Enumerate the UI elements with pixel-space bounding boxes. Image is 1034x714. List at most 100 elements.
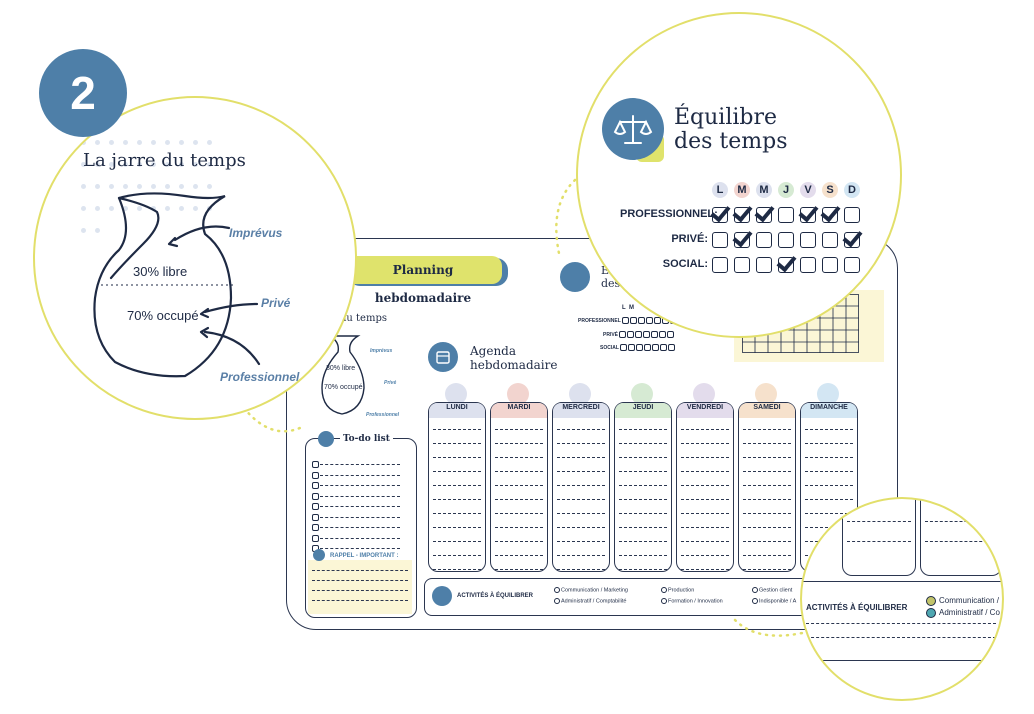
day-line — [619, 471, 667, 472]
day-line — [681, 555, 729, 556]
balance-title-2: des temps — [674, 129, 788, 154]
checkbox[interactable] — [844, 206, 860, 223]
reminder-icon — [313, 549, 325, 561]
day-column[interactable]: SAMEDI — [738, 402, 796, 572]
checked-box-icon[interactable] — [800, 206, 816, 223]
jar-label-professional: Professionnel — [220, 370, 300, 384]
checkbox[interactable] — [778, 231, 794, 248]
todo-item[interactable] — [312, 530, 408, 548]
checkbox[interactable] — [822, 256, 838, 273]
todo-checkbox[interactable] — [312, 482, 319, 490]
todo-line — [320, 527, 400, 529]
checkbox[interactable] — [756, 256, 772, 273]
day-line — [743, 555, 791, 556]
checked-box-icon[interactable] — [734, 206, 750, 223]
day-header — [553, 403, 609, 418]
day-line — [495, 499, 543, 500]
todo-item[interactable] — [312, 456, 408, 474]
day-column[interactable]: MERCREDI — [552, 402, 610, 572]
day-line — [743, 471, 791, 472]
todo-checkbox[interactable] — [312, 471, 319, 479]
small-jar-label-unexpected: Imprévus — [370, 348, 393, 354]
reminder-panel — [308, 560, 412, 614]
day-line — [495, 555, 543, 556]
day-line — [557, 471, 605, 472]
todo-line — [320, 495, 400, 497]
day-column[interactable]: MARDI — [490, 402, 548, 572]
checkbox[interactable] — [778, 206, 794, 223]
day-line — [557, 457, 605, 458]
small-jar-busy: 70% occupé — [324, 384, 363, 391]
day-line — [681, 471, 729, 472]
day-line — [681, 443, 729, 444]
todo-item[interactable] — [312, 519, 408, 537]
small-row-social-label: SOCIAL — [600, 344, 619, 351]
checked-box-icon[interactable] — [756, 206, 772, 223]
checkbox[interactable] — [822, 231, 838, 248]
todo-item[interactable] — [312, 477, 408, 495]
day-label: DIMANCHE — [810, 404, 848, 411]
checkbox[interactable] — [712, 256, 728, 273]
activity-item-admin: Administratif / Comptabilité — [554, 598, 626, 604]
day-line — [619, 569, 667, 570]
todo-title: To-do list — [340, 434, 393, 444]
todo-checkbox[interactable] — [312, 534, 319, 542]
day-line — [495, 457, 543, 458]
todo-line — [320, 516, 400, 518]
checkbox[interactable] — [844, 256, 860, 273]
checked-box-icon[interactable] — [712, 206, 728, 223]
day-line — [805, 429, 853, 430]
checked-box-icon[interactable] — [844, 231, 860, 248]
day-letter: S — [822, 182, 838, 198]
day-line — [557, 569, 605, 570]
checkbox[interactable] — [712, 231, 728, 248]
day-line — [681, 569, 729, 570]
todo-checkbox[interactable] — [312, 513, 319, 521]
day-column[interactable]: LUNDI — [428, 402, 486, 572]
checkbox[interactable] — [800, 256, 816, 273]
day-blob-4 — [693, 383, 715, 405]
todo-line — [320, 506, 400, 508]
checked-box-icon[interactable] — [778, 256, 794, 273]
day-letter: D — [844, 182, 860, 198]
day-line — [433, 569, 481, 570]
zoom-activities: ACTIVITÉS À ÉQUILIBRER Communication / A… — [800, 497, 1004, 701]
day-line — [557, 443, 605, 444]
day-line — [557, 541, 605, 542]
day-line — [681, 541, 729, 542]
checkbox[interactable] — [734, 256, 750, 273]
balance-row-label: SOCIAL: — [662, 258, 708, 270]
activity-admin-label: Administratif / Comptabilité — [561, 598, 627, 605]
todo-item[interactable] — [312, 467, 408, 485]
checkbox[interactable] — [800, 231, 816, 248]
day-line — [805, 443, 853, 444]
jar-illustration — [93, 192, 261, 378]
balance-title-1: Équilibre — [674, 105, 778, 130]
checked-box-icon[interactable] — [734, 231, 750, 248]
day-label: LUNDI — [446, 404, 468, 411]
day-line — [433, 541, 481, 542]
todo-item[interactable] — [312, 509, 408, 527]
todo-checkbox[interactable] — [312, 524, 319, 532]
small-row-private: PRIVÉ — [603, 331, 675, 338]
small-letter-m: M — [629, 305, 635, 311]
todo-item[interactable] — [312, 488, 408, 506]
day-column[interactable]: VENDREDI — [676, 402, 734, 572]
day-line — [681, 429, 729, 430]
todo-checkbox[interactable] — [312, 503, 319, 511]
day-line — [495, 513, 543, 514]
day-column[interactable]: JEUDI — [614, 402, 672, 572]
todo-checkbox[interactable] — [312, 461, 319, 469]
balance-row-checkboxes — [712, 231, 866, 249]
activities-title: ACTIVITÉS À ÉQUILIBRER — [457, 593, 534, 599]
pin-icon — [432, 586, 452, 606]
todo-checkbox[interactable] — [312, 492, 319, 500]
activity-production-label: Production — [668, 587, 695, 594]
day-line — [433, 471, 481, 472]
checkbox[interactable] — [756, 231, 772, 248]
day-line — [805, 457, 853, 458]
todo-item[interactable] — [312, 498, 408, 516]
checked-box-icon[interactable] — [822, 206, 838, 223]
step-number: 2 — [70, 67, 96, 119]
